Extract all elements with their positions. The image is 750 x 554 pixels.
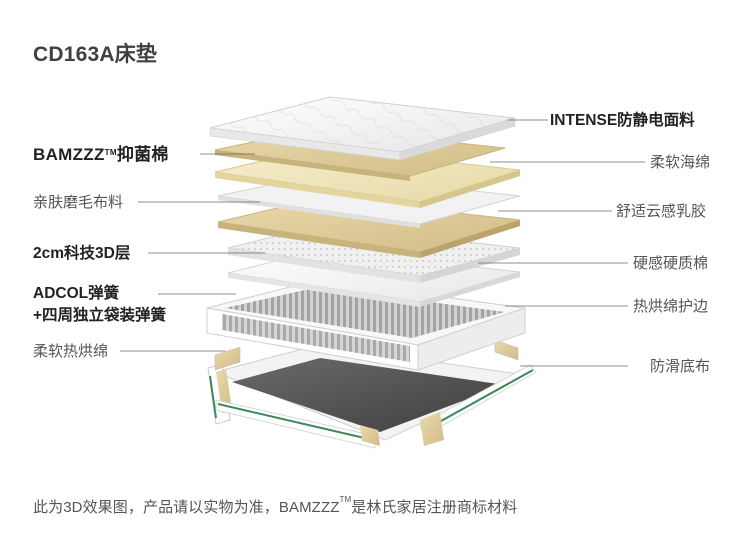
label-intense: INTENSE防静电面料: [550, 112, 695, 129]
label-bamzzz: BAMZZZTM抑菌棉: [33, 145, 169, 164]
label-adcol-line1: ADCOL弹簧: [33, 285, 120, 302]
base-layer: [207, 339, 537, 449]
label-brushed-fabric: 亲肤磨毛布料: [33, 194, 124, 211]
spring-layer: [206, 279, 526, 371]
label-hard-cotton: 硬感硬质棉: [633, 255, 709, 272]
label-3d-layer: 2cm科技3D层: [33, 245, 131, 262]
leader-lines: [120, 119, 645, 367]
label-edge-cotton: 热烘绵护边: [633, 298, 709, 315]
label-soft-hot-cotton: 柔软热烘绵: [33, 343, 109, 360]
footer-disclaimer: 此为3D效果图，产品请以实物为准，BAMZZZTM是林氏家居注册商标材料: [33, 495, 518, 516]
label-latex: 舒适云感乳胶: [616, 203, 707, 220]
label-soft-sponge: 柔软海绵: [650, 154, 711, 171]
page-title: CD163A床垫: [33, 43, 158, 66]
top-cover-layer: [209, 96, 516, 161]
label-adcol-line2: +四周独立袋装弹簧: [33, 307, 167, 324]
label-anti-slip: 防滑底布: [650, 358, 711, 375]
